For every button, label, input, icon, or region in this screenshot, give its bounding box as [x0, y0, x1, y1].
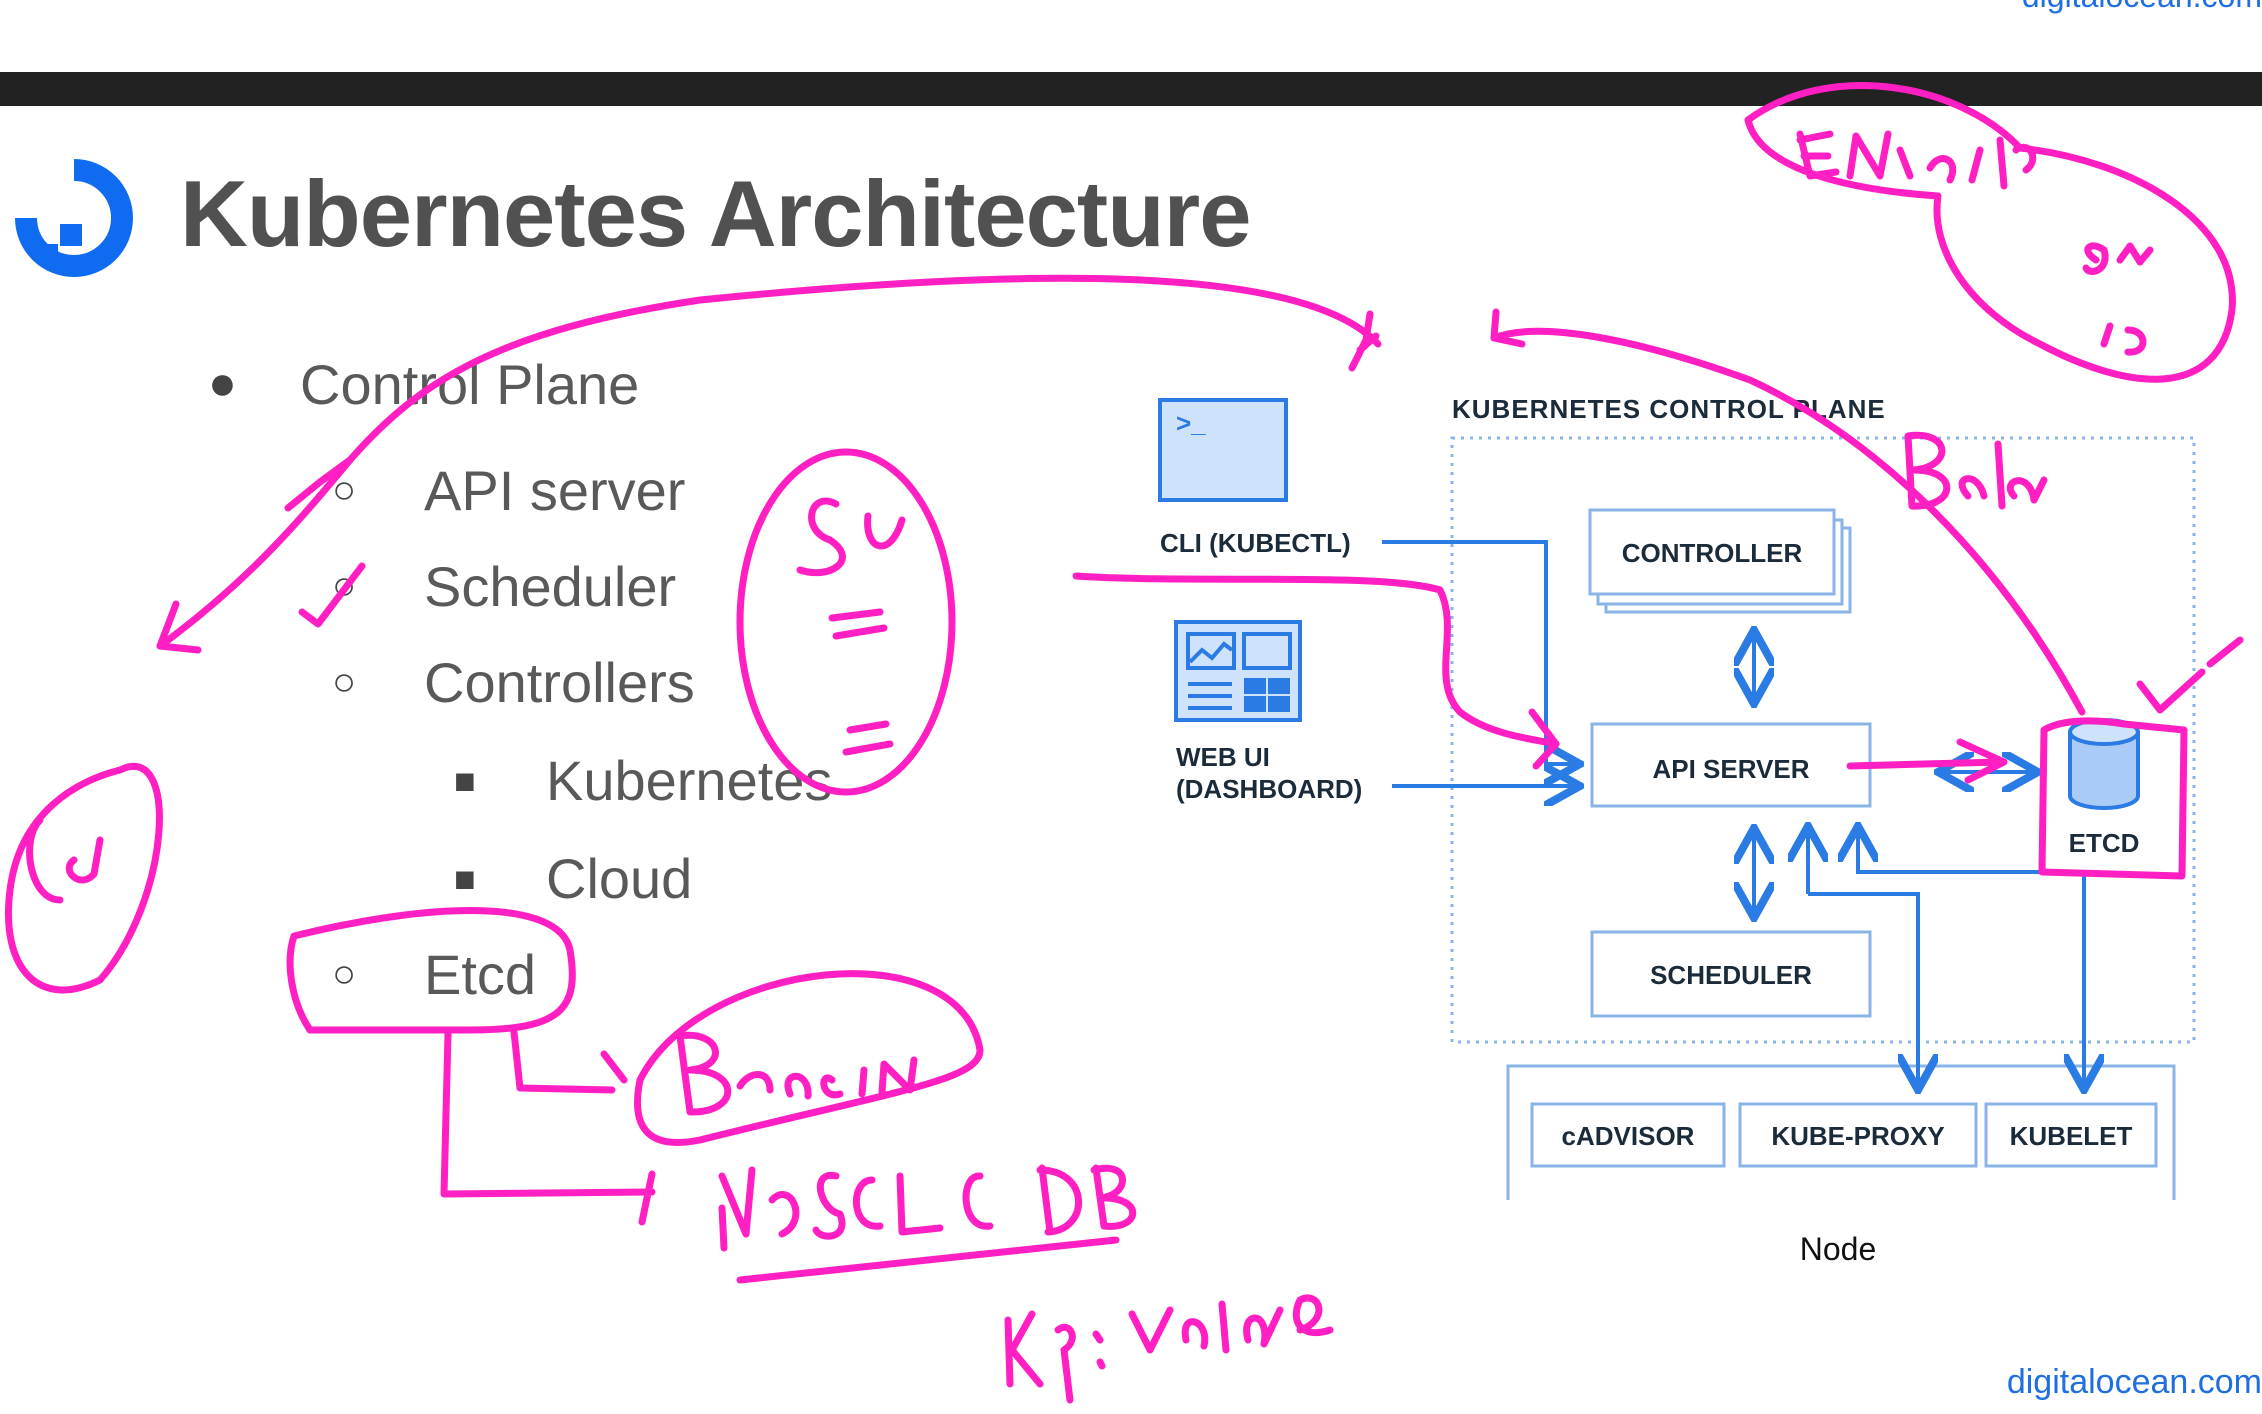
svg-text:>_: >_ [1176, 408, 1206, 438]
api-server-box [1590, 722, 1872, 808]
list-item: ○ Controllers [332, 651, 695, 714]
footer-website-link[interactable]: digitalocean.com [2006, 1363, 2262, 1401]
kube-proxy-label: KUBE-PROXY [1771, 1121, 1944, 1151]
terminal-icon: >_ [1158, 398, 1288, 502]
control-plane-title: KUBERNETES CONTROL PLANE [1452, 394, 1886, 424]
cli-label: CLI (KUBECTL) [1160, 528, 1351, 558]
top-website-link[interactable]: digitalocean.com [2022, 0, 2262, 15]
webui-label-line1: WEB UI [1176, 742, 1270, 772]
digitalocean-logo-icon [15, 159, 133, 277]
bullet-square-icon: ■ [454, 858, 476, 899]
bullet-circle-icon: ○ [332, 660, 357, 704]
scheduler-label: SCHEDULER [1650, 960, 1812, 990]
node-box [1506, 1064, 2176, 1200]
kubelet-box [1984, 1102, 2158, 1168]
dashboard-icon [1174, 620, 1302, 722]
page-title: Kubernetes Architecture [180, 161, 1251, 266]
list-item: ■ Cloud [454, 847, 693, 910]
controller-label: CONTROLLER [1622, 538, 1803, 568]
kubelet-label: KUBELET [2010, 1121, 2133, 1151]
cadvisor-label: cADVISOR [1562, 1121, 1695, 1151]
webui-label-line2: (DASHBOARD) [1176, 774, 1362, 804]
kube-proxy-box [1738, 1102, 1978, 1168]
scheduler-box [1590, 930, 1872, 1018]
database-icon [2068, 718, 2140, 810]
etcd-label: ETCD [2069, 828, 2140, 858]
api-server-label: API SERVER [1652, 754, 1809, 784]
cadvisor-box [1530, 1102, 1726, 1168]
node-label: Node [1800, 1231, 1877, 1267]
bullet-square-icon: ■ [454, 760, 476, 801]
